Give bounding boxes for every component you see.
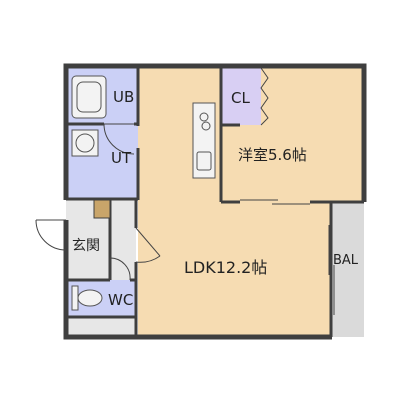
closet-floor — [222, 67, 261, 125]
stove-burner-icon — [199, 112, 209, 122]
toilet-door — [109, 257, 131, 281]
entrance-label: 玄関 — [72, 237, 100, 254]
stove-burner-icon — [201, 121, 211, 131]
toilet-tank-icon — [71, 285, 79, 311]
shoe-cabinet — [110, 200, 136, 280]
toilet-bowl-icon — [77, 289, 103, 307]
western-room-sliding-door — [240, 199, 310, 205]
kitchen-counter-icon — [192, 102, 216, 179]
balcony-window — [328, 225, 335, 315]
utility-door — [103, 123, 136, 155]
utility-label: UT — [111, 149, 132, 167]
unit-bath-label: UB — [113, 88, 134, 106]
outer-walls — [63, 63, 367, 340]
kitchen-sink-icon — [196, 151, 212, 171]
bathtub-icon — [71, 75, 107, 119]
storage-floor — [66, 317, 136, 337]
entrance-door — [35, 219, 67, 251]
wall-column — [93, 199, 111, 219]
closet-label: CL — [231, 89, 250, 107]
toilet-label: WC — [108, 291, 133, 309]
closet-folding-door — [260, 67, 269, 126]
bathtub-basin — [76, 81, 102, 113]
ldk-label: LDK12.2帖 — [184, 258, 267, 277]
balcony-label: BAL — [333, 253, 359, 268]
western-room-label: 洋室5.6帖 — [238, 146, 307, 164]
balcony-floor — [332, 202, 364, 337]
ldk-door — [135, 227, 161, 263]
washbasin-bowl — [75, 133, 95, 153]
